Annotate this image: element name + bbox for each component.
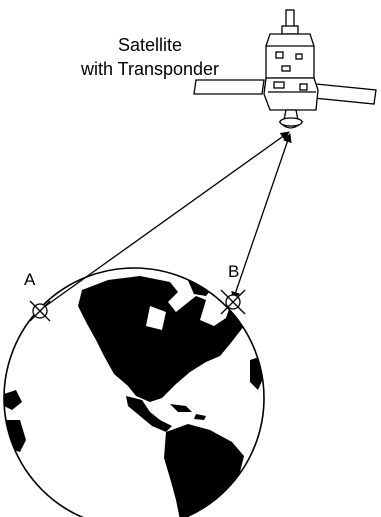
ground-station-marker-b-icon [220,289,246,315]
point-a-label: A [24,270,36,289]
satellite-label-line2: with Transponder [80,59,220,79]
satellite-label-line1: Satellite [117,35,183,55]
ground-station-marker-a-icon [29,300,51,322]
satellite-label: Satellite with Transponder [60,33,240,81]
satellite-icon [193,9,377,129]
globe-icon [3,267,265,517]
link-satellite-to-b [231,133,292,301]
